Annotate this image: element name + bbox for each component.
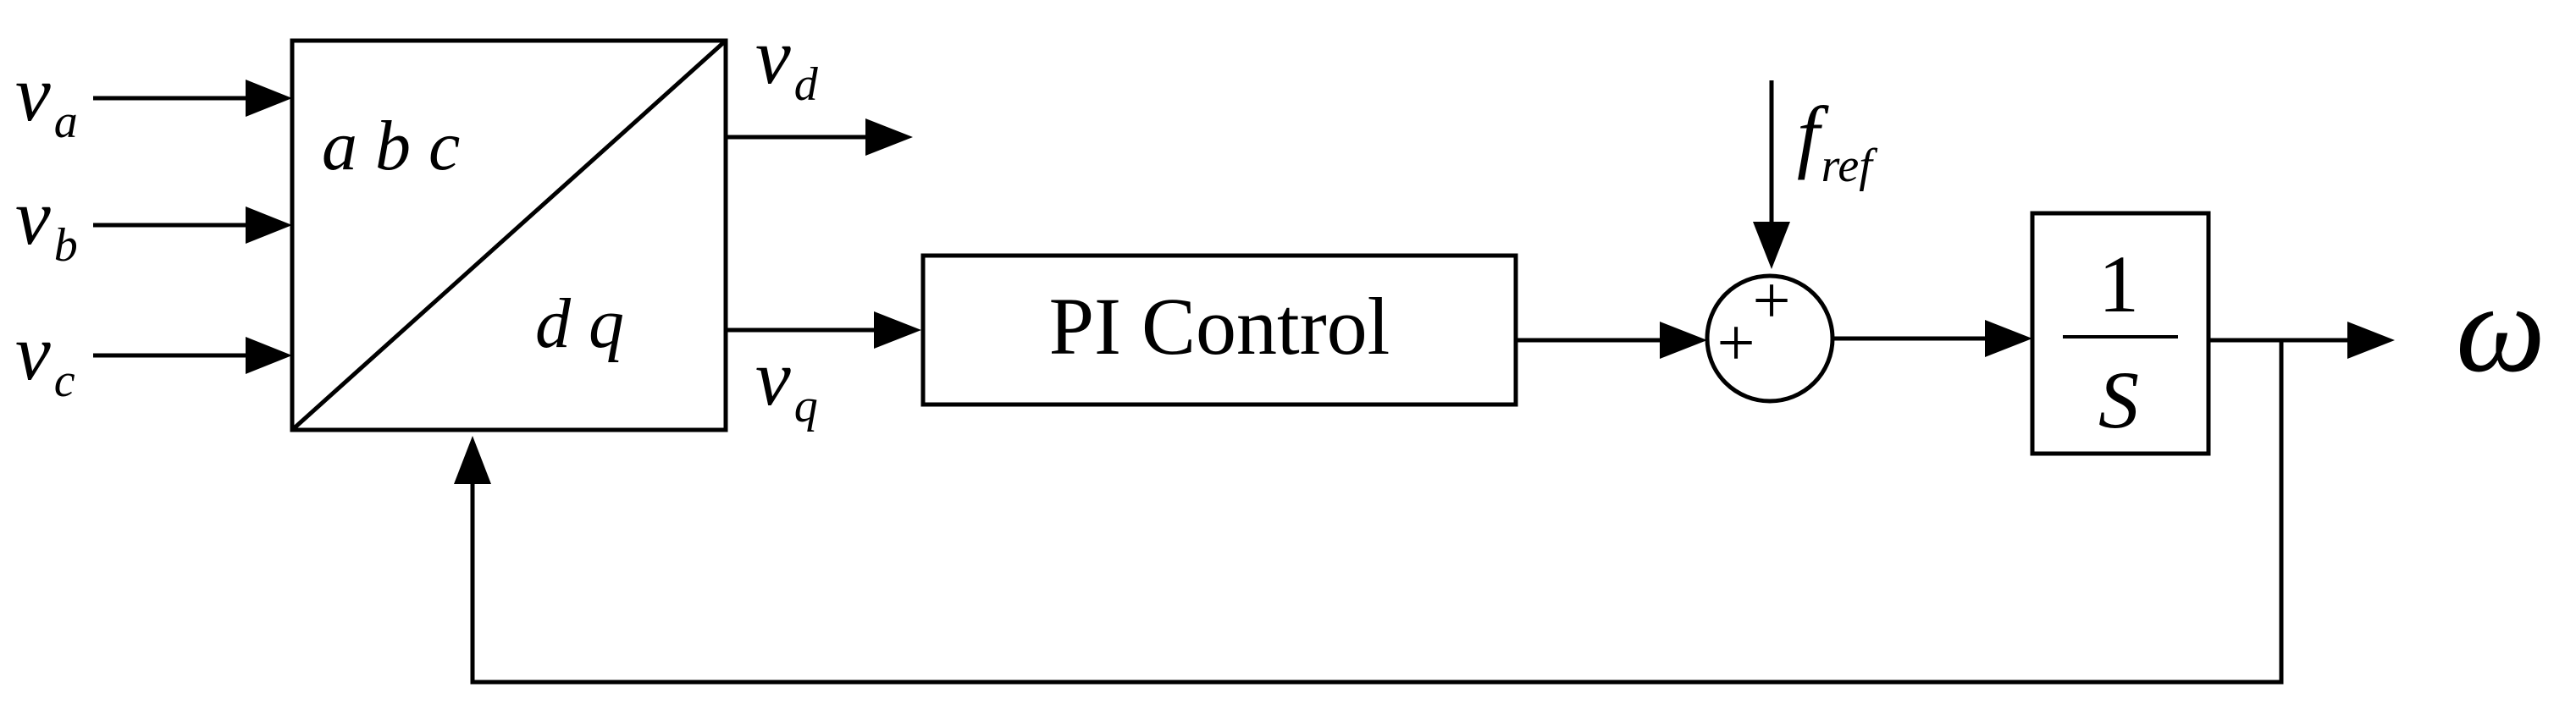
pi-control-label: PI Control <box>1049 281 1390 372</box>
input-vb-arrow <box>93 206 292 244</box>
output-vq-arrow <box>726 311 921 349</box>
input-vb-label: vb <box>15 173 78 272</box>
transform-dq-label: d q <box>535 284 624 363</box>
integrator-numerator: 1 <box>2098 239 2139 329</box>
output-vq-subscript: q <box>794 380 818 432</box>
output-omega-label: ω <box>2456 258 2546 399</box>
sum-to-integrator-arrow <box>1832 320 2032 357</box>
input-va-arrow <box>93 80 292 117</box>
feedback-loop-line <box>454 340 2284 685</box>
pi-to-sum-arrow <box>1516 322 1707 359</box>
input-vc-label: vc <box>15 309 75 407</box>
input-va-label: va <box>15 50 78 148</box>
input-vb-subscript: b <box>54 219 78 272</box>
abc-dq-transform-block <box>290 38 728 432</box>
output-vd-label: vd <box>755 13 819 111</box>
integrator-to-output-arrow <box>2208 322 2395 359</box>
output-vd-arrow <box>726 118 913 156</box>
integrator-denominator: S <box>2098 355 2139 445</box>
sum-top-sign: + <box>1752 264 1790 338</box>
input-vc-subscript: c <box>54 355 75 407</box>
integrator-block <box>2030 211 2211 456</box>
reference-label: fref <box>1797 90 1878 192</box>
input-va-subscript: a <box>54 96 78 148</box>
sum-left-sign: + <box>1716 306 1755 381</box>
input-vc-arrow <box>93 337 292 374</box>
reference-subscript: ref <box>1821 140 1879 192</box>
transform-abc-label: a b c <box>322 107 460 185</box>
reference-arrow <box>1753 80 1790 269</box>
output-vd-subscript: d <box>794 58 819 111</box>
output-vq-label: vq <box>755 334 818 432</box>
pi-control-block <box>920 253 1518 407</box>
